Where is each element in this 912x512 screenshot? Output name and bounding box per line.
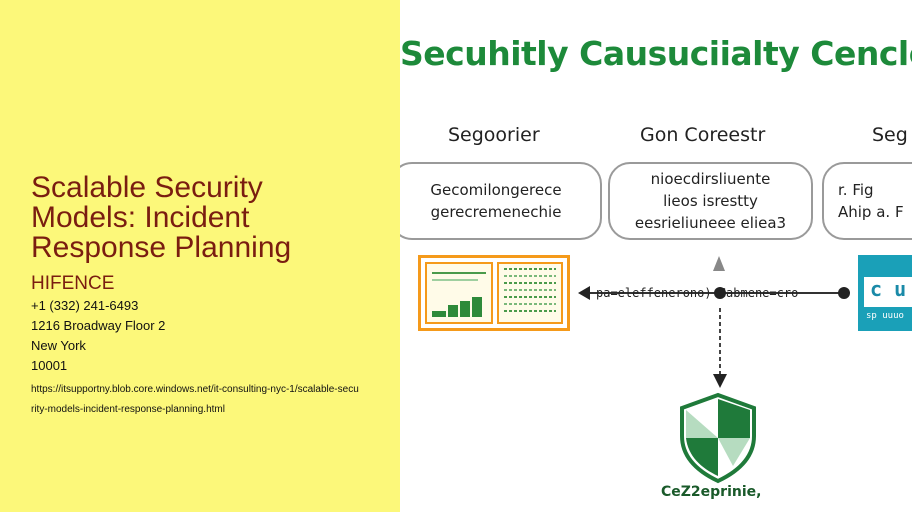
- page-url-link[interactable]: https://itsupportny.blob.core.windows.ne…: [31, 384, 359, 415]
- teal-box-subtext: sp uuuo: [866, 311, 904, 321]
- box-2-line-2: lieos isrestty: [663, 192, 758, 210]
- shield-icon: [680, 392, 756, 484]
- box-1-line-1: Gecomilongerece: [430, 181, 562, 199]
- left-panel: Scalable Security Models: Incident Respo…: [0, 0, 400, 512]
- arrow-up-icon: [713, 256, 725, 271]
- flow-label: pa=eleffenerono) Cabmene=cro: [596, 286, 799, 300]
- teal-box-panel: c u: [864, 277, 912, 307]
- arrow-down-icon: [713, 308, 727, 388]
- shield-caption: CeZ2eprinie,: [661, 484, 762, 500]
- column-heading-3: Seg: [872, 124, 908, 146]
- column-heading-1: Segoorier: [448, 124, 540, 146]
- teal-box: c u sp uuuo: [858, 255, 912, 331]
- zip-code: 10001: [31, 358, 68, 373]
- box-1-line-2: gerecremenechie: [430, 203, 562, 221]
- diagram-image: Secuhitly Causuciialty Cencle Segoorier …: [400, 0, 912, 512]
- diagram-box-2: nioecdirsliuente lieos isrestty eesrieli…: [608, 162, 813, 240]
- box-2-line-3: eesrieliuneee eliea3: [634, 214, 787, 232]
- company-name: HIFENCE: [31, 273, 115, 294]
- diagram-box-3: r. Fig Ahip a. F: [822, 162, 912, 240]
- box-2-line-1: nioecdirsliuente: [650, 170, 771, 188]
- column-heading-2: Gon Coreestr: [640, 124, 766, 146]
- box-3-line-1: r. Fig: [838, 181, 874, 199]
- diagram-box-1: Gecomilongerece gerecremenechie: [400, 162, 602, 240]
- flow-arrow: [578, 286, 850, 300]
- dashboard-thumbnail-icon: [418, 255, 570, 331]
- teal-box-text: c u: [870, 277, 907, 301]
- diagram-title: Secuhitly Causuciialty Cencle: [400, 34, 912, 73]
- box-3-line-2: Ahip a. F: [838, 203, 904, 221]
- phone-number[interactable]: +1 (332) 241-6493: [31, 298, 139, 313]
- address-line: 1216 Broadway Floor 2: [31, 318, 166, 333]
- page-title: Scalable Security Models: Incident Respo…: [31, 171, 292, 264]
- city: New York: [31, 338, 86, 353]
